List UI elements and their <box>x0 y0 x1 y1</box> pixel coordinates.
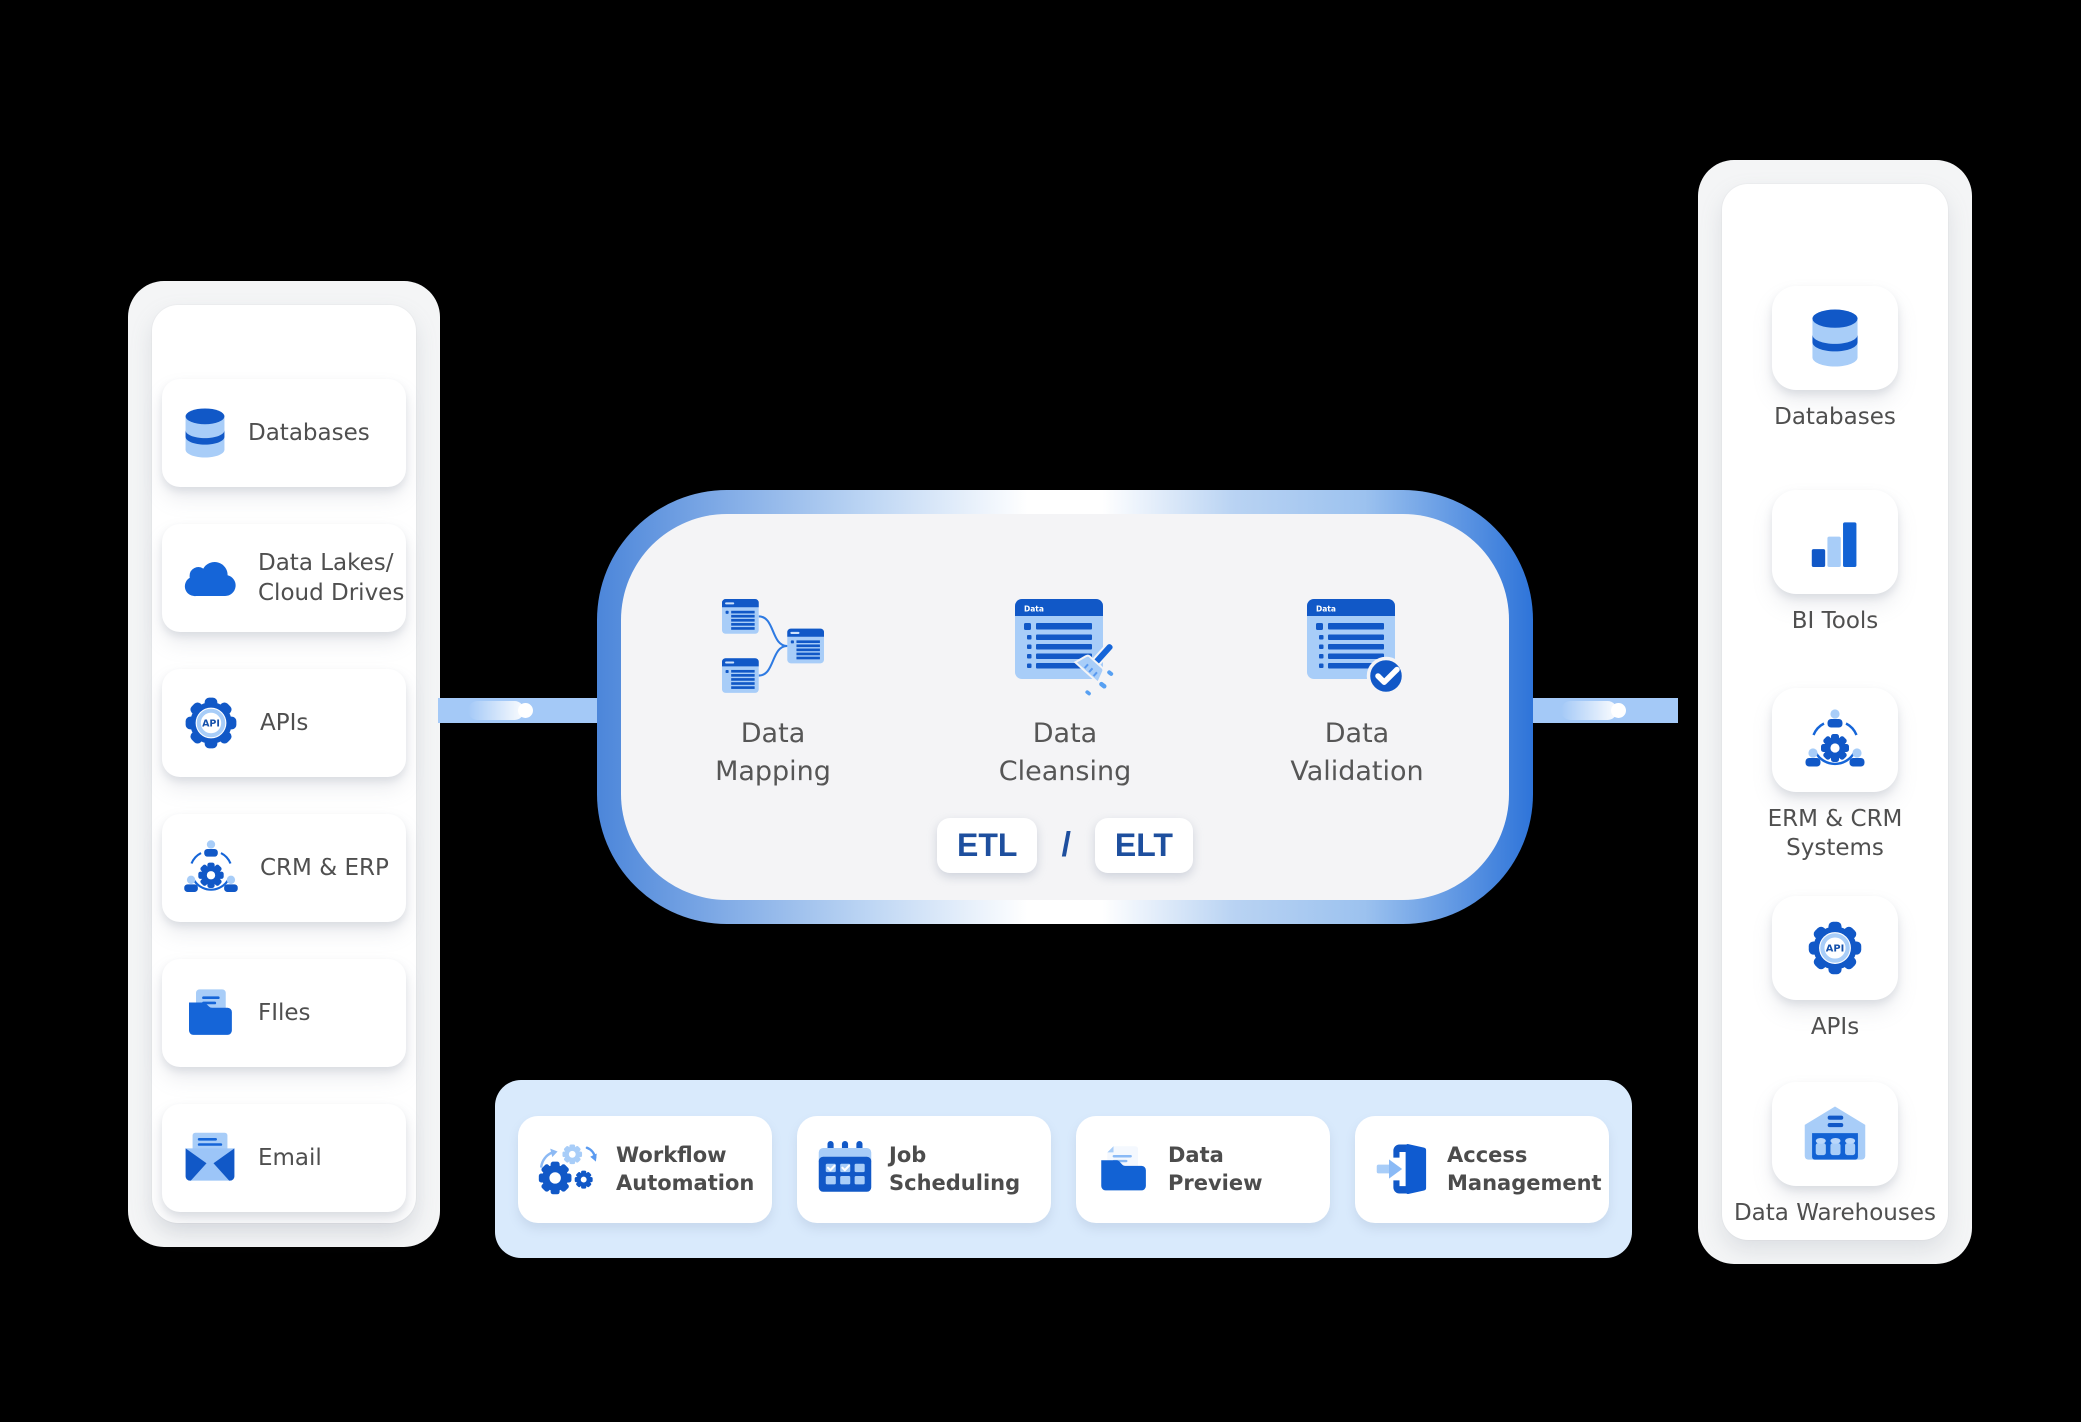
source-label: APIs <box>260 709 309 736</box>
source-label: CRM & ERP <box>260 854 389 881</box>
cloud-icon <box>184 562 236 597</box>
data-packet-dot <box>518 703 533 718</box>
sources-panel-inner: Databases Data Lakes/ Cloud Drives <box>152 305 416 1223</box>
api-icon: API <box>185 697 237 749</box>
pipeline-box: Data Mapping Data <box>597 490 1533 924</box>
destination-label: ERM & CRM Systems <box>1767 806 1903 862</box>
email-icon <box>185 1132 235 1181</box>
source-label: Databases <box>248 419 370 446</box>
destinations-panel-inner: Databases BI Tools <box>1722 184 1948 1240</box>
pipeline-stages: Data Mapping Data <box>621 599 1509 791</box>
source-card-crm-erp: CRM & ERP <box>162 814 406 922</box>
source-card-data-lakes: Data Lakes/ Cloud Drives <box>162 524 406 632</box>
access-management-icon <box>1376 1144 1427 1194</box>
slash-separator: / <box>1061 826 1071 864</box>
svg-text:Data: Data <box>1024 605 1044 614</box>
pipeline-inner: Data Mapping Data <box>621 514 1509 900</box>
job-scheduling-icon <box>818 1141 872 1192</box>
source-card-databases: Databases <box>162 379 406 487</box>
destination-label: APIs <box>1810 1014 1860 1040</box>
api-icon: API <box>1808 921 1862 975</box>
feature-label: Job Scheduling <box>889 1142 1021 1195</box>
destination-label: Databases <box>1774 404 1896 430</box>
destinations-panel: Databases BI Tools <box>1698 160 1972 1264</box>
feature-card-workflow-automation: Workflow Automation <box>518 1115 772 1223</box>
stage-data-cleansing: Data <box>955 599 1175 791</box>
destination-bi-tools: BI Tools <box>1722 490 1948 636</box>
workflow-automation-icon <box>538 1144 597 1195</box>
destination-label: BI Tools <box>1791 608 1879 634</box>
destination-databases: Databases <box>1722 286 1948 432</box>
packet-trail <box>468 701 524 720</box>
data-preview-icon <box>1101 1146 1146 1191</box>
etl-chip: ETL <box>937 818 1038 873</box>
right-connector <box>1531 698 1678 723</box>
source-card-email: Email <box>162 1104 406 1212</box>
destination-erm-crm: ERM & CRM Systems <box>1722 688 1948 864</box>
features-bar: Workflow Automation <box>495 1080 1632 1258</box>
stage-data-mapping: Data Mapping <box>663 599 883 791</box>
databases-icon <box>1812 309 1858 367</box>
feature-label: Data Preview <box>1168 1142 1263 1195</box>
svg-text:API: API <box>1826 944 1844 955</box>
feature-label: Workflow Automation <box>616 1142 755 1195</box>
svg-text:Data: Data <box>1316 605 1336 614</box>
destination-apis: API APIs <box>1722 896 1948 1042</box>
feature-card-access-management: Access Management <box>1355 1115 1609 1223</box>
packet-trail <box>1561 701 1617 720</box>
sources-panel: Databases Data Lakes/ Cloud Drives <box>128 281 440 1247</box>
left-connector <box>438 698 598 723</box>
stage-label: Data Mapping <box>715 718 831 787</box>
bi-tools-icon <box>1811 522 1857 567</box>
destination-label: Data Warehouses <box>1733 1200 1937 1226</box>
stage-label: Data Validation <box>1290 718 1424 787</box>
stage-label: Data Cleansing <box>998 718 1132 787</box>
feature-card-data-preview: Data Preview <box>1076 1115 1330 1223</box>
stage-data-validation: Data Dat <box>1247 599 1467 791</box>
feature-card-job-scheduling: Job Scheduling <box>797 1115 1051 1223</box>
source-card-files: FIles <box>162 959 406 1067</box>
destination-data-warehouses: Data Warehouses <box>1722 1082 1948 1228</box>
source-card-apis: API APIs <box>162 669 406 777</box>
databases-icon <box>185 408 225 458</box>
data-packet-dot <box>1611 703 1626 718</box>
warehouse-icon <box>1804 1106 1866 1160</box>
source-label: FIles <box>258 999 311 1026</box>
data-mapping-icon <box>722 599 824 693</box>
feature-label: Access Management <box>1447 1142 1602 1195</box>
crm-erp-icon <box>184 840 238 893</box>
svg-text:API: API <box>202 718 220 729</box>
crm-erp-icon <box>1805 709 1865 767</box>
data-validation-icon: Data <box>1307 599 1406 696</box>
elt-chip: ELT <box>1094 818 1193 873</box>
etl-elt-row: ETL / ELT <box>621 818 1509 873</box>
data-cleansing-icon: Data <box>1015 599 1115 696</box>
source-label: Data Lakes/ Cloud Drives <box>258 549 405 606</box>
source-label: Email <box>258 1144 322 1171</box>
files-icon <box>189 989 232 1035</box>
